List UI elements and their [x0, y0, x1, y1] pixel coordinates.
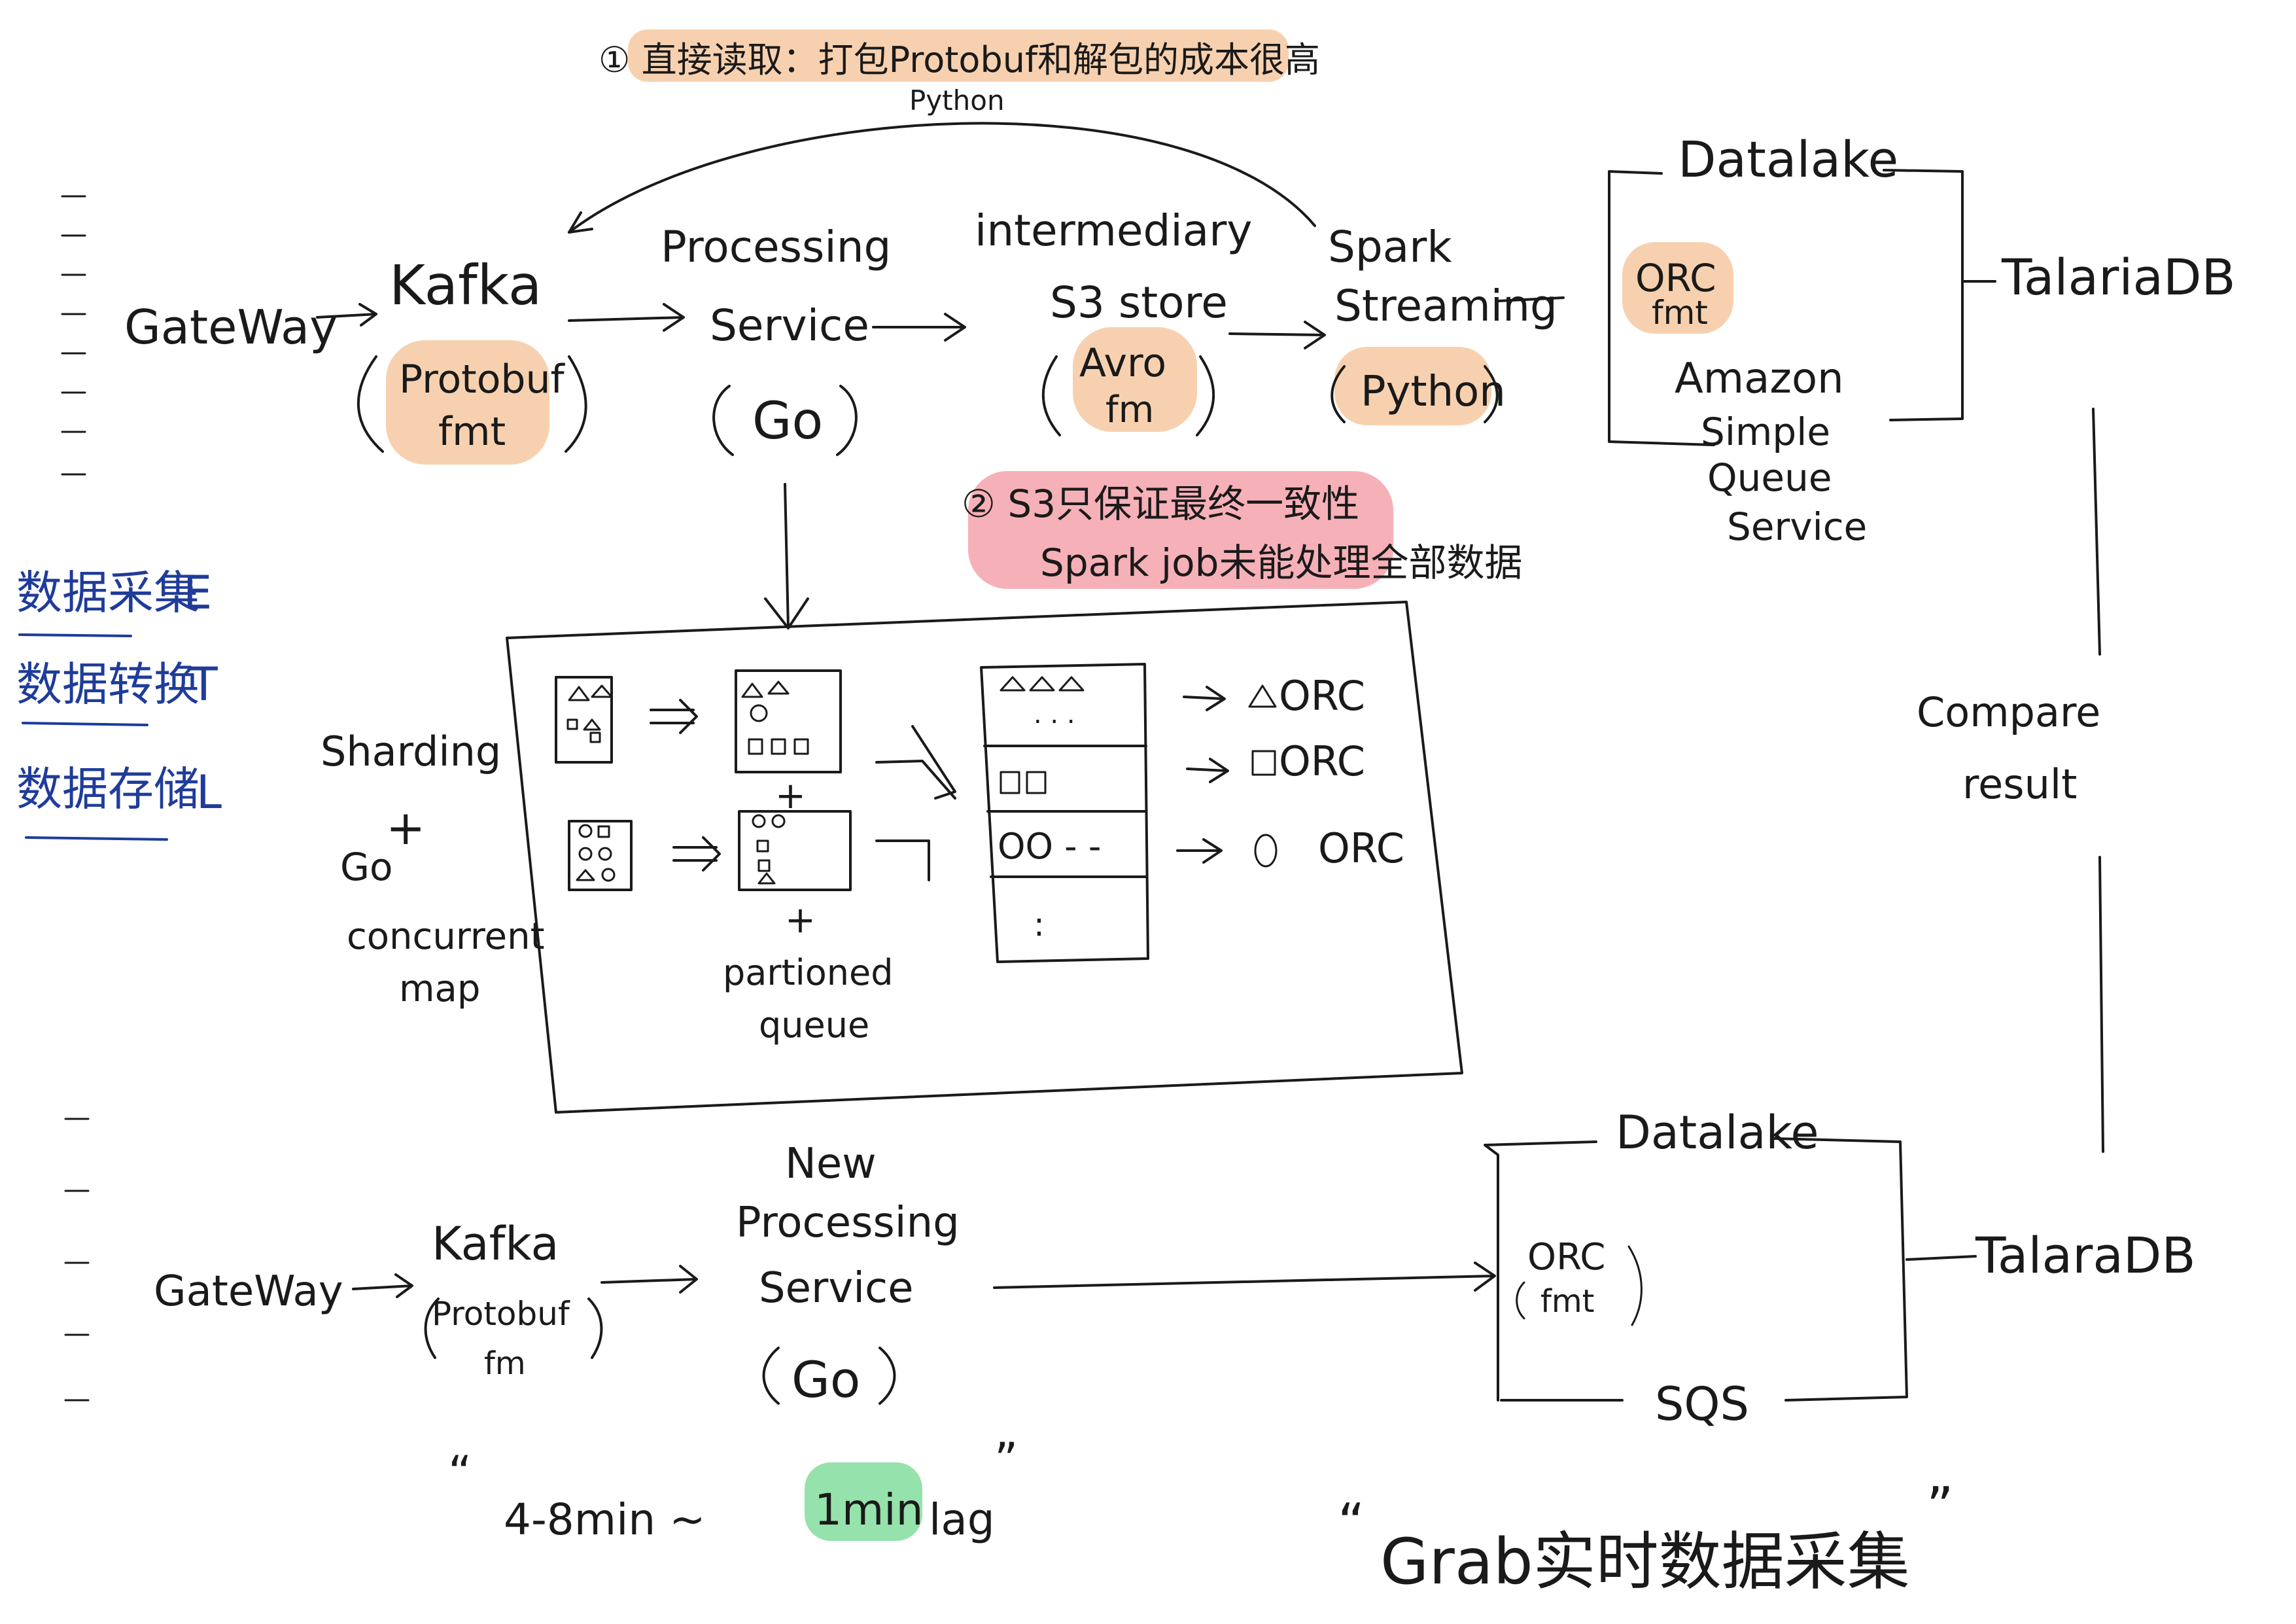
s3-fmt-highlight [1073, 327, 1197, 432]
detail-plus-bottom: + [785, 899, 816, 942]
arrow-s3-spark [1228, 321, 1326, 349]
detail-box [506, 601, 1463, 1114]
arrow-bottom-new-datalake [993, 1262, 1496, 1292]
bottom-datalake-box [1484, 1137, 1908, 1402]
bottom-kafka-fmt-2: fm [484, 1345, 526, 1382]
legend-collect: 数据采集 [16, 566, 200, 620]
top-talaria: TalariaDB [2001, 248, 2236, 306]
legend-transform-letter: T [189, 658, 218, 711]
orc-highlight [1622, 242, 1733, 334]
top-kafka-fmt-1: Protobuf [399, 357, 566, 402]
arrow-gateway-kafka [316, 303, 377, 327]
feedback-arc [568, 122, 1316, 234]
detail-vdots: : [1034, 906, 1045, 944]
shard-source-1 [555, 676, 613, 764]
detail-orc-circle: ORC [1318, 824, 1404, 872]
top-datalake-box [1608, 169, 1964, 446]
footer-title: Grab实时数据采集 [1380, 1525, 1910, 1598]
bottom-gateway: GateWay [154, 1267, 343, 1316]
top-kafka: Kafka [389, 253, 542, 317]
lag-after: lag [929, 1494, 995, 1545]
legend-store-letter: L [196, 766, 222, 819]
top-spark-1: Spark [1328, 222, 1452, 272]
partition-queue-1 [735, 669, 842, 773]
top-spark-2: Streaming [1334, 281, 1557, 331]
bottom-kafka-fmt-1: Protobuf [432, 1295, 570, 1333]
top-orc-2: fmt [1652, 294, 1708, 332]
detail-sharding: Sharding [321, 728, 501, 775]
detail-go: Go [340, 845, 392, 889]
note2-line2: Spark job未能处理全部数据 [1040, 540, 1522, 585]
lag-highlight-text: 1min [814, 1485, 923, 1535]
compare-line2: result [1962, 760, 2077, 808]
bottom-new-2: Processing [736, 1199, 960, 1247]
buffer-table [980, 663, 1149, 963]
top-s3-fmt-2: fm [1105, 389, 1154, 431]
detail-circles-row: OO - - [998, 826, 1101, 867]
note1-text: ① 直接读取：打包Protobuf和解包的成本很高 [599, 39, 1320, 80]
top-sqs-2: Simple [1701, 410, 1830, 454]
lag-open-quote: “ [448, 1446, 472, 1500]
top-processing-2: Service [710, 300, 869, 351]
bottom-new-3: Service [759, 1264, 914, 1313]
top-sqs-1: Amazon [1675, 355, 1844, 403]
top-s3-1: intermediary [975, 205, 1252, 256]
detail-orc-triangle: ORC [1279, 672, 1365, 720]
top-processing-lang: Go [752, 392, 823, 451]
bottom-datalake: Datalake [1616, 1106, 1819, 1159]
bottom-sqs: SQS [1655, 1377, 1749, 1431]
legend-store: 数据存储 [16, 762, 200, 816]
bottom-talaria: TalaraDB [1975, 1226, 2196, 1284]
note1-sub-text: Python [909, 84, 1005, 116]
top-orc-1: ORC [1635, 256, 1716, 300]
shard-source-2 [568, 820, 633, 891]
compare-line1: Compare [1917, 688, 2100, 736]
title-close-quote: ” [1926, 1476, 1953, 1537]
bottom-orc-2: fmt [1540, 1283, 1594, 1320]
bottom-orc-1: ORC [1527, 1236, 1605, 1279]
spark-lang-highlight [1334, 347, 1491, 425]
bottom-new-1: New [785, 1140, 877, 1188]
margin-dashes [61, 195, 90, 1402]
compare-line-bottom [2098, 856, 2104, 1153]
top-datalake: Datalake [1678, 130, 1898, 188]
top-s3-2: S3 store [1050, 277, 1228, 328]
detail-concurrent-1: concurrent [347, 915, 545, 958]
link-spark-datalake [1497, 296, 1565, 302]
bottom-new-lang: Go [791, 1350, 860, 1409]
top-gateway: GateWay [124, 300, 338, 355]
detail-dots: . . . [1034, 699, 1075, 730]
kafka-fmt-highlight [386, 340, 549, 465]
legend-transform: 数据转换 [16, 658, 200, 711]
top-sqs-4: Service [1727, 504, 1867, 549]
lag-highlight [805, 1462, 922, 1541]
detail-plus: + [386, 800, 425, 855]
arrow-bottom-kafka-new [600, 1265, 698, 1294]
top-sqs-3: Queue [1707, 455, 1832, 500]
lag-before: 4-8min ~ [504, 1494, 706, 1545]
top-processing-1: Processing [661, 222, 891, 272]
note2-highlight [968, 471, 1393, 589]
bottom-kafka: Kafka [432, 1217, 559, 1271]
compare-line-top [2092, 408, 2101, 656]
arrow-bottom-gateway-kafka [352, 1273, 413, 1298]
arrow-kafka-processing [568, 303, 685, 332]
top-spark-lang: Python [1361, 368, 1506, 416]
title-open-quote: “ [1338, 1492, 1365, 1553]
top-kafka-fmt-2: fmt [438, 409, 506, 455]
legend-collect-letter: E [183, 566, 212, 620]
detail-partitioned-2: queue [759, 1004, 869, 1046]
detail-orc-square: ORC [1279, 737, 1365, 785]
note2-line1: ② S3只保证最终一致性 [962, 482, 1359, 526]
lag-close-quote: ” [994, 1433, 1018, 1487]
detail-concurrent-2: map [399, 968, 480, 1010]
arrow-processing-detail [764, 483, 809, 629]
note1-highlight [628, 29, 1289, 82]
arrow-processing-s3 [872, 313, 966, 342]
partition-queue-2 [738, 810, 852, 891]
top-s3-fmt-1: Avro [1079, 340, 1166, 386]
detail-partitioned-1: partioned [723, 952, 894, 993]
